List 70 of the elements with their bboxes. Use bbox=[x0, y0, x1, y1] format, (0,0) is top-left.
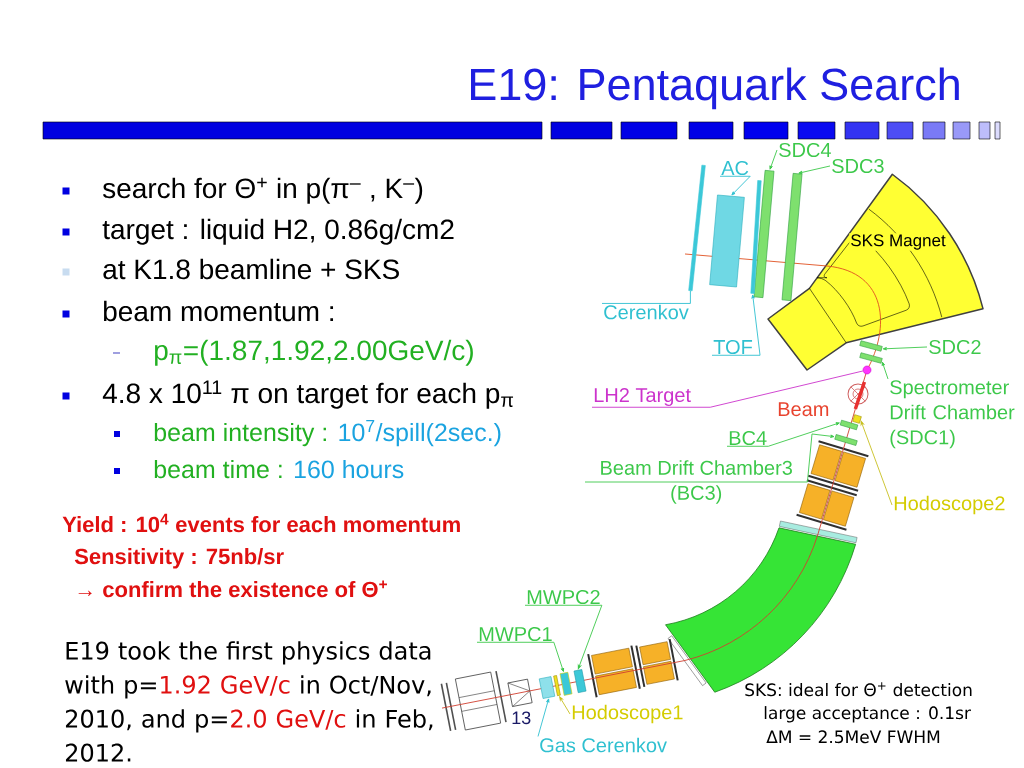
note-text: ΔM = 2.5MeV FWHM bbox=[766, 730, 940, 744]
detector-label: Hodoscope2 bbox=[894, 495, 1005, 515]
detector-bar bbox=[553, 675, 561, 696]
detector-bar bbox=[688, 164, 706, 292]
detector-bar bbox=[781, 173, 803, 301]
detector-label: Spectrometer Drift Chamber (SDC1) bbox=[890, 380, 1015, 449]
leader-line bbox=[601, 290, 691, 304]
detector-bar bbox=[859, 340, 883, 352]
leader-line bbox=[719, 175, 751, 196]
detector-label: Gas Cerenkov bbox=[540, 737, 667, 753]
detector-label: Beam Drift Chamber3 (BC3) bbox=[601, 460, 792, 504]
detector-box bbox=[538, 676, 556, 699]
detector-label: Cerenkov bbox=[604, 304, 689, 320]
leader-line bbox=[882, 346, 928, 351]
leader-line bbox=[591, 370, 864, 408]
detector-label: TOF bbox=[713, 339, 753, 355]
label: in Feb, bbox=[356, 709, 433, 731]
sub-bullet-text: p$_{π}$=(1.87,1.92,2.00GeV/c) bbox=[155, 339, 473, 366]
bullet-text: at K1.8 beamline + SKS bbox=[103, 258, 399, 280]
leader-line bbox=[769, 149, 778, 170]
leader-line bbox=[559, 696, 571, 715]
detector-bar bbox=[852, 414, 862, 424]
detector-label: SDC3 bbox=[832, 158, 884, 174]
detector-label: AC bbox=[721, 160, 749, 176]
detector-label: SDC2 bbox=[929, 339, 981, 355]
highlight-text: Sensitivity : 75nb/sr bbox=[74, 548, 284, 569]
detector-label: LH2 Target bbox=[594, 387, 691, 407]
leader-line bbox=[726, 422, 840, 447]
detector-bar bbox=[573, 669, 587, 693]
highlight-text: Yield : 10$^{4}$ events for each momentum bbox=[62, 513, 460, 533]
beam-label: Beam bbox=[778, 402, 829, 417]
leader-line bbox=[537, 698, 550, 737]
label: 2010, and p= bbox=[65, 709, 227, 733]
paragraph-text: E19 took the first physics data with p= 1.92 GeV/c in Oct/Nov, 2010, and p= 2.0 GeV/c in Feb, 2012. bbox=[65, 641, 433, 762]
page-number: 13 bbox=[512, 711, 531, 725]
note-text: large acceptance : 0.1sr bbox=[764, 706, 971, 723]
label: 1.92 GeV/c bbox=[161, 675, 290, 696]
detector-label: SDC4 bbox=[779, 142, 831, 158]
label: E19 took the first physics data bbox=[66, 641, 431, 665]
detector-label: Hodoscope1 bbox=[572, 704, 683, 724]
highlight-text: → confirm the existence of Θ$^{+}$ bbox=[78, 580, 387, 598]
leader-line bbox=[860, 420, 893, 506]
slide-title: E19: Pentaquark Search bbox=[471, 67, 959, 110]
bullet-text: target : liquid H2, 0.86g/cm2 bbox=[102, 218, 454, 245]
label: with p= bbox=[65, 675, 156, 699]
bullet-text: search for Θ$^{+}$ in p(π$^{–}$ , K$^{–}$) bbox=[103, 177, 423, 204]
detector-box bbox=[709, 194, 745, 288]
note-text: SKS: ideal for Θ$^{+}$ detection bbox=[745, 682, 972, 697]
detector-label: MWPC2 bbox=[527, 589, 600, 605]
detector-label: BC4 bbox=[729, 430, 767, 446]
detector-bar bbox=[753, 170, 775, 298]
bullet-text: 4.8 x 10$^{11}$ π on target for each p$_{π}$ bbox=[102, 380, 514, 409]
detector-label: MWPC1 bbox=[479, 626, 552, 642]
detector-bar bbox=[839, 419, 859, 431]
leader-line bbox=[711, 294, 761, 356]
label: 2.0 GeV/c bbox=[231, 709, 346, 730]
detector-bar bbox=[859, 352, 883, 364]
detector-bar bbox=[834, 434, 858, 446]
detector-bar bbox=[559, 671, 573, 696]
leader-line bbox=[881, 361, 889, 380]
leader-line bbox=[798, 165, 831, 175]
leader-line bbox=[524, 604, 603, 670]
label: in Oct/Nov, bbox=[301, 675, 431, 697]
detector-bar bbox=[750, 180, 762, 294]
sub-bullet-text: beam time : 160 hours bbox=[154, 459, 404, 479]
leader-line bbox=[476, 641, 565, 672]
bullet-text: beam momentum : bbox=[104, 300, 333, 322]
sub-bullet-text: beam intensity : 10$^{7}$/spill(2sec.) bbox=[154, 419, 501, 447]
label: 2012. bbox=[65, 743, 131, 762]
leader-line bbox=[584, 433, 835, 483]
